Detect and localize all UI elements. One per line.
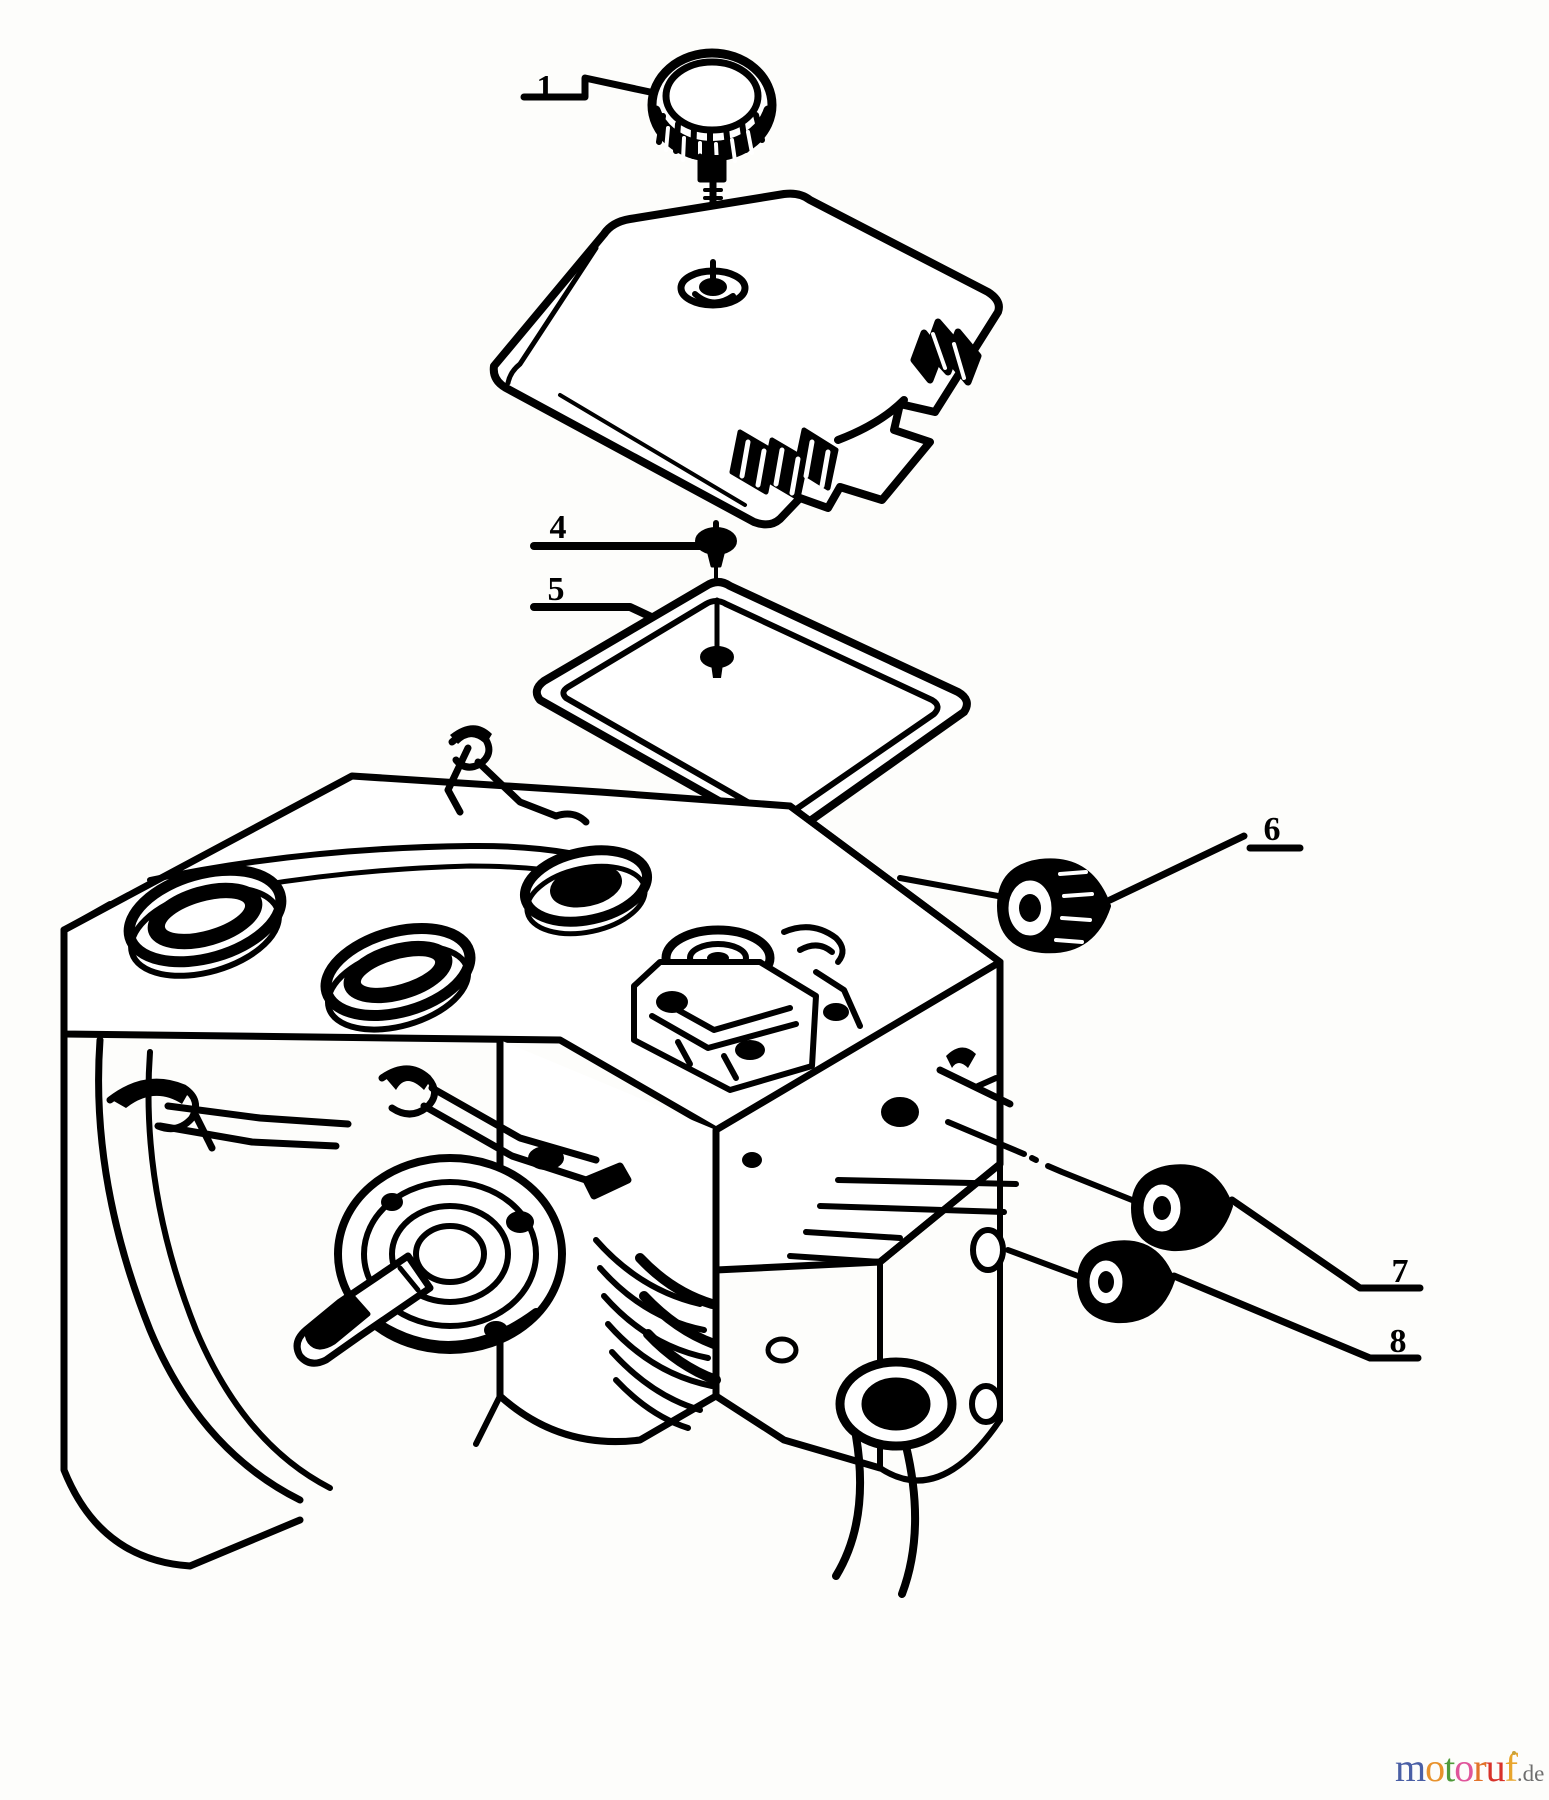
watermark-letter-o1: o [1425,1745,1445,1790]
callout-6-leader [1106,832,1304,904]
part-cover-screw [695,520,737,602]
watermark-suffix: .de [1516,1761,1545,1786]
watermark-letter-o2: o [1454,1745,1474,1790]
callout-number-1: 1 [537,69,554,106]
callout-number-7: 7 [1392,1253,1409,1290]
watermark-letter-t: t [1444,1745,1455,1790]
watermark-letter-m: m [1395,1745,1426,1790]
part-air-cleaner-cover [489,189,1003,529]
part-grommet-6 [897,858,1111,954]
watermark-dot-icon [1512,1751,1516,1755]
part-grommet-8 [1005,1240,1175,1324]
watermark-letter-f: f [1504,1745,1518,1790]
part-knob [647,48,777,264]
callout-number-4: 4 [550,509,567,546]
callout-number-6: 6 [1264,811,1281,848]
callout-number-5: 5 [548,571,565,608]
watermark-letter-r: r [1473,1745,1486,1790]
motoruf-watermark: motoruf.de [1395,1748,1544,1788]
watermark-letter-u: u [1485,1745,1506,1790]
callout-7-leader [1228,1196,1424,1292]
callout-numbers: 1 4 5 6 7 8 [537,69,1409,1360]
callout-8-leader [1170,1272,1422,1362]
part-grommet-7 [936,1047,1233,1252]
callout-number-8: 8 [1390,1323,1407,1360]
part-engine-block [60,725,1019,1598]
